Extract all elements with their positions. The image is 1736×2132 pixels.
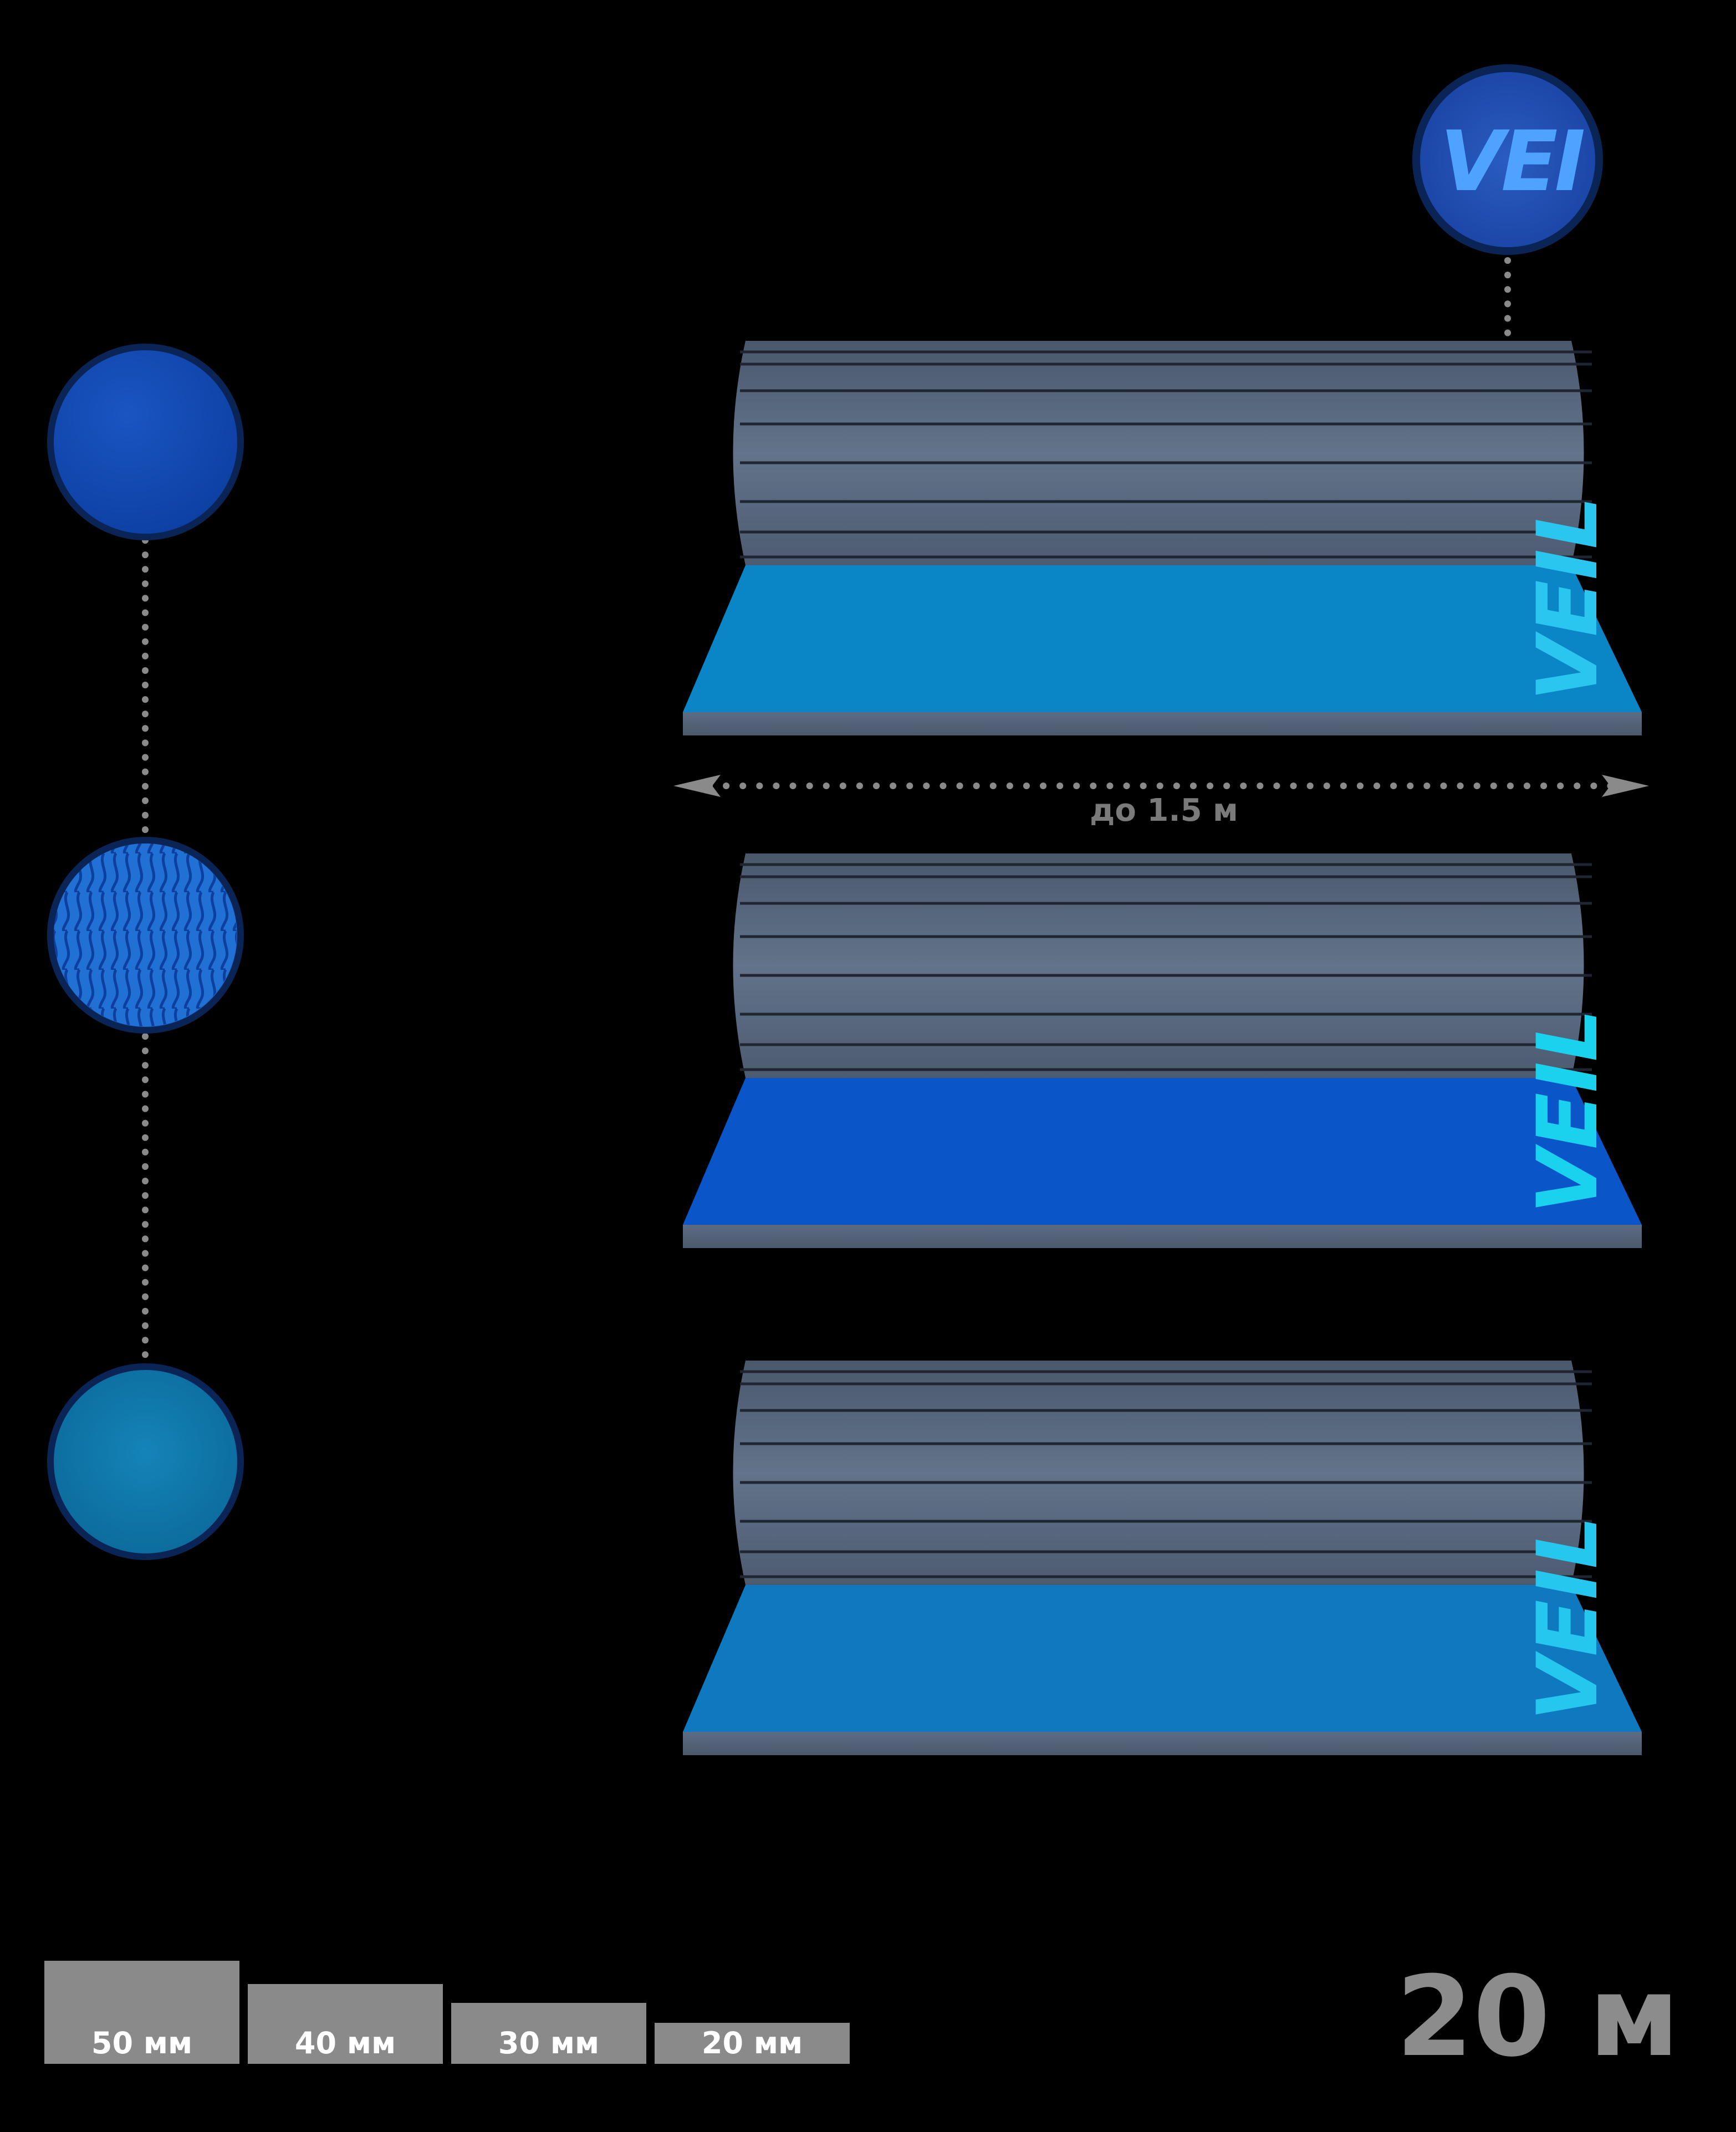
- mat-edge: [683, 712, 1642, 735]
- roll-body: [733, 341, 1584, 565]
- brand-badge-text: VEI: [1440, 116, 1584, 208]
- rolled-mat: VEIL: [683, 853, 1642, 1248]
- mat-surface: [683, 1078, 1642, 1225]
- mat-logo-text: VEIL: [1520, 1516, 1616, 1721]
- width-dimension-arrow: [673, 775, 1649, 797]
- mat-surface: [683, 1585, 1642, 1732]
- thickness-label: 50 мм: [91, 2026, 193, 2061]
- brand-badge: [1412, 64, 1603, 255]
- thickness-30[interactable]: 30 мм: [451, 2003, 646, 2064]
- mat-surface: [683, 565, 1642, 712]
- roll-body: [733, 853, 1584, 1078]
- length-label: 20 м: [1396, 1952, 1679, 2082]
- mat-logo-text: VEIL: [1520, 496, 1616, 701]
- width-label: до 1.5 м: [1090, 793, 1238, 829]
- thickness-label: 20 мм: [701, 2026, 803, 2061]
- rolled-mat: VEIL: [683, 1361, 1642, 1755]
- thickness-label: 30 мм: [498, 2026, 600, 2061]
- swatch-carpet[interactable]: [47, 1363, 244, 1560]
- thickness-label: 40 мм: [294, 2026, 396, 2061]
- mat-edge: [683, 1732, 1642, 1755]
- mat-logo-text: VEIL: [1520, 1009, 1616, 1214]
- roll-body: [733, 1361, 1584, 1585]
- swatch-leather[interactable]: [47, 344, 244, 540]
- rolled-mat: VEIL: [683, 341, 1642, 735]
- swatch-wave[interactable]: [47, 837, 244, 1034]
- rolls-group: VEIL VEIL VEIL: [683, 341, 1642, 1755]
- mat-edge: [683, 1225, 1642, 1248]
- thickness-20[interactable]: 20 мм: [655, 2023, 850, 2064]
- thickness-40[interactable]: 40 мм: [248, 1984, 443, 2064]
- thickness-50[interactable]: 50 мм: [44, 1961, 239, 2064]
